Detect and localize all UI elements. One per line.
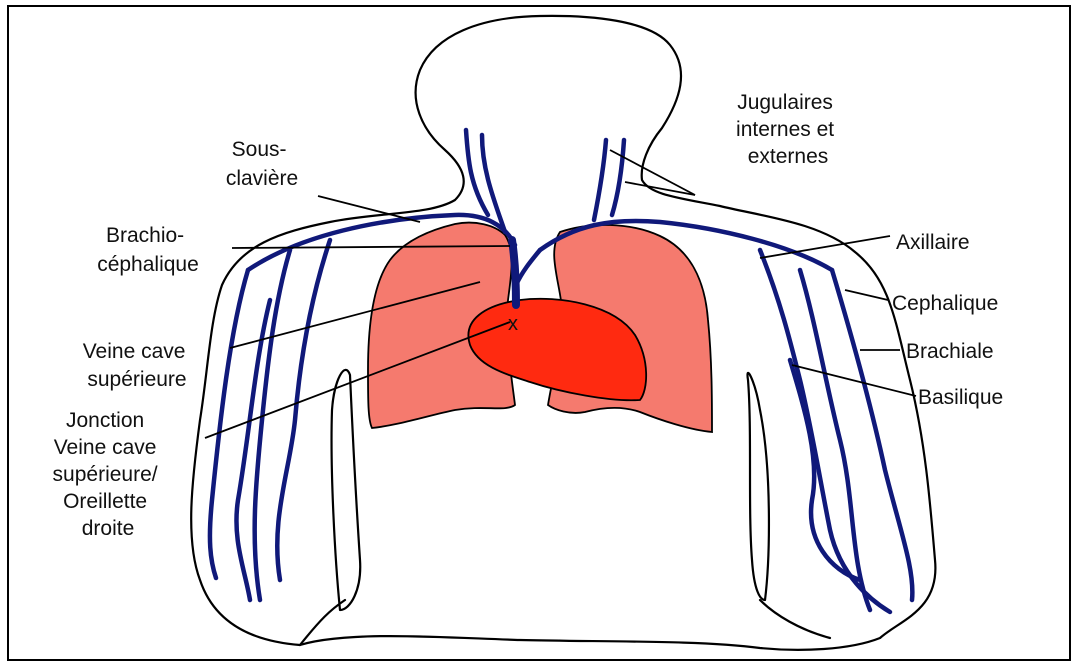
label-brachio-line-2: céphalique	[97, 253, 199, 276]
label-jonction-line-4: Oreillette	[63, 490, 147, 513]
label-sous-claviere-line-2: clavière	[226, 167, 298, 190]
label-jugulaires-line-3: externes	[748, 145, 829, 168]
label-basilique: Basilique	[918, 386, 1003, 409]
label-jugulaires: Jugulaires internes et externes	[736, 91, 840, 168]
label-jonction-line-1: Jonction	[66, 409, 144, 432]
junction-marker: x	[508, 313, 518, 335]
label-sous-claviere-line-1: Sous-	[232, 138, 287, 161]
superior-vena-cava-vein	[512, 240, 516, 305]
label-veine-cave-line-2: supérieure	[87, 368, 186, 391]
label-veine-cave-line-1: Veine cave	[83, 340, 186, 363]
label-brachio-line-1: Brachio-	[106, 224, 184, 247]
label-jonction-line-5: droite	[82, 517, 135, 540]
label-axillaire: Axillaire	[896, 231, 970, 254]
label-jugulaires-line-1: Jugulaires	[737, 91, 833, 114]
label-jonction-line-2: Veine cave	[54, 436, 157, 459]
label-jugulaires-line-2: internes et	[736, 118, 834, 141]
label-brachiale: Brachiale	[906, 340, 994, 363]
label-jonction-line-3: supérieure/	[53, 463, 158, 486]
label-cephalique: Cephalique	[892, 292, 998, 315]
